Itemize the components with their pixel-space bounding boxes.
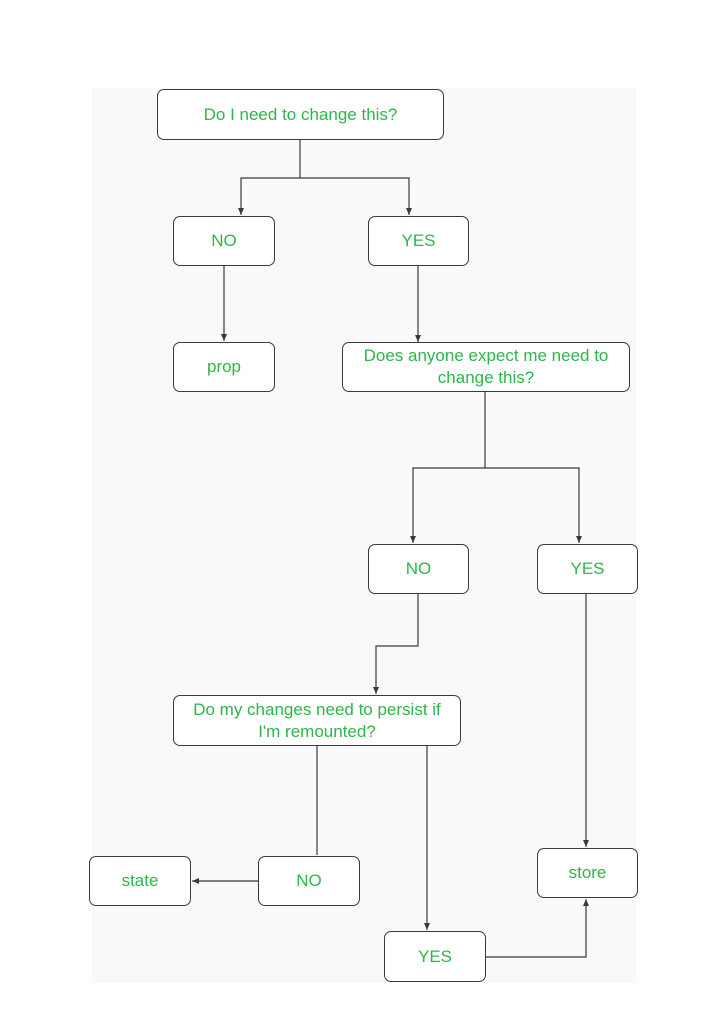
question-persist-remounted-label: Do my changes need to persist if I'm rem… xyxy=(193,699,441,741)
question-node-anyone-expect: Does anyone expect me need to change thi… xyxy=(342,342,630,392)
result-node-store: store xyxy=(537,848,638,898)
question-node-change-this: Do I need to change this? xyxy=(157,89,444,140)
answer-yes-label: YES xyxy=(570,559,605,578)
connector-no-to-q3 xyxy=(373,594,419,694)
answer-node-no-1: NO xyxy=(173,216,275,266)
connector-yes-to-store xyxy=(485,899,589,958)
result-state-label: state xyxy=(121,871,159,890)
answer-no-label: NO xyxy=(211,231,237,250)
answer-node-no-2: NO xyxy=(368,544,469,594)
result-node-state: state xyxy=(89,856,191,906)
question-change-this-label: Do I need to change this? xyxy=(203,104,398,124)
answer-no-label: NO xyxy=(405,559,432,578)
result-store-label: store xyxy=(568,863,607,882)
answer-no-label: NO xyxy=(296,871,322,890)
result-node-prop: prop xyxy=(173,342,275,392)
question-anyone-expect-label: Does anyone expect me need to change thi… xyxy=(363,346,609,387)
answer-node-yes-1: YES xyxy=(368,216,469,266)
answer-yes-label: YES xyxy=(401,231,436,250)
answer-node-yes-3: YES xyxy=(384,931,486,982)
answer-yes-label: YES xyxy=(417,946,453,966)
connector-q2-to-no xyxy=(410,467,485,543)
question-node-persist-remounted: Do my changes need to persist if I'm rem… xyxy=(173,695,461,746)
connector-q1-to-yes xyxy=(300,177,412,215)
answer-node-yes-2: YES xyxy=(537,544,638,594)
connector-q1-to-no xyxy=(238,177,300,215)
result-prop-label: prop xyxy=(206,357,242,376)
connector-q2-to-yes xyxy=(485,467,582,543)
answer-node-no-3: NO xyxy=(258,856,360,906)
